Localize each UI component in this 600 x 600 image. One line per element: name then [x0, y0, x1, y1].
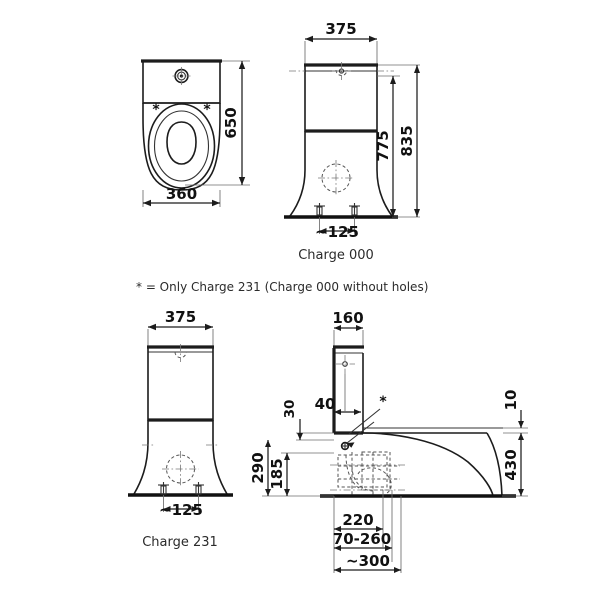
- rear231-dim-bolt-125-text: ~125: [159, 501, 203, 519]
- rear231-floor-bolt-right: [193, 482, 204, 495]
- rear000-supply-hole-icon: [332, 62, 351, 80]
- rear231-dim-width-375-text: 375: [165, 308, 196, 326]
- flush-button-icon: [172, 67, 191, 85]
- side-dim-depth-300-text: ~300: [346, 552, 390, 570]
- rear000-view-label: Charge 000: [298, 248, 374, 263]
- side-dim-height-290-text: 290: [249, 452, 267, 483]
- front-bowl-opening: [166, 121, 197, 165]
- front-fixing-hole-right-icon: *: [203, 102, 211, 118]
- front-seat-inner-ring: [153, 110, 210, 182]
- front-view: * * 650 360: [141, 59, 250, 207]
- front-seat-outer-ring: [147, 103, 216, 189]
- side-dim-depth-160: 160: [332, 309, 364, 331]
- rear000-dim-height-835-text: 835: [398, 125, 416, 156]
- rear000-dim-width-375: 375: [305, 20, 377, 43]
- side-dim-depth-220: 220: [334, 511, 383, 532]
- rear231-supply-hole-icon: [174, 344, 187, 362]
- side-view: 160 40 *: [249, 309, 528, 573]
- rear000-dim-height-835: 835: [398, 65, 420, 217]
- rear000-dim-bolt-125-text: ~125: [315, 223, 359, 241]
- side-asterisk-icon: *: [379, 394, 387, 410]
- side-dim-offset-30: 30: [282, 400, 303, 440]
- side-asterisk-leader: [348, 408, 381, 435]
- side-dim-offset-30-text: 30: [282, 400, 298, 419]
- rear231-outlet-circle: [162, 451, 199, 487]
- side-dim-offset-40: 40: [315, 395, 361, 415]
- rear000-dim-height-775-text: 775: [374, 130, 392, 161]
- rear231-view-label: Charge 231: [142, 535, 218, 550]
- side-dim-offset-40-text: 40: [315, 395, 336, 413]
- rear231-floor-bolt-left: [158, 482, 169, 495]
- rear000-pedestal-right: [376, 131, 393, 217]
- side-dim-range-70-260-text: 70-260: [333, 530, 391, 548]
- side-dim-height-290: 290: [249, 440, 271, 496]
- side-dim-gap-10-text: 10: [502, 390, 520, 411]
- side-bowl-front-profile: [486, 432, 503, 497]
- side-dim-height-185: 185: [268, 453, 290, 496]
- rear231-dim-width-375: 375: [148, 308, 213, 331]
- rear231-dim-bolt-125: ~125: [159, 501, 203, 519]
- rear000-pedestal-left: [289, 131, 306, 217]
- rear231-pedestal-right: [212, 420, 228, 495]
- drawing-note: * = Only Charge 231 (Charge 000 without …: [136, 280, 428, 294]
- front-dim-height-650-text: 650: [222, 107, 240, 138]
- side-dim-height-185-text: 185: [268, 458, 286, 489]
- side-dim-height-430: 430: [502, 433, 524, 496]
- side-dim-depth-160-text: 160: [332, 309, 363, 327]
- rear000-dim-bolt-125: ~125: [315, 223, 359, 241]
- rear000-dim-width-375-text: 375: [325, 20, 356, 38]
- front-bowl-outline: [142, 103, 221, 191]
- side-inlet-connection: [340, 421, 375, 451]
- rear-view-charge-000: 375: [284, 20, 420, 263]
- side-dim-depth-300: ~300: [334, 552, 401, 573]
- rear000-floor-bolt-right: [349, 203, 360, 216]
- side-bowl-upper-profile: [362, 432, 494, 497]
- rear-view-charge-231: 375: [128, 308, 233, 550]
- front-fixing-hole-left-icon: *: [152, 102, 160, 118]
- rear000-dim-height-775: 775: [374, 76, 396, 217]
- front-dim-width-360: 360: [143, 185, 220, 207]
- rear000-outlet-circle: [318, 160, 354, 196]
- side-dim-range-70-260: 70-260: [333, 530, 392, 551]
- side-dim-gap-10: 10: [502, 390, 524, 428]
- side-supply-hole-icon: [336, 355, 355, 374]
- rear231-pedestal-left: [133, 420, 149, 495]
- side-hidden-trapway: [330, 451, 405, 495]
- front-dim-height-650: 650: [222, 61, 246, 185]
- front-dim-width-360-text: 360: [166, 185, 197, 203]
- rear000-floor-bolt-left: [314, 203, 325, 216]
- side-dim-depth-220-text: 220: [342, 511, 373, 529]
- side-dim-height-430-text: 430: [502, 449, 520, 480]
